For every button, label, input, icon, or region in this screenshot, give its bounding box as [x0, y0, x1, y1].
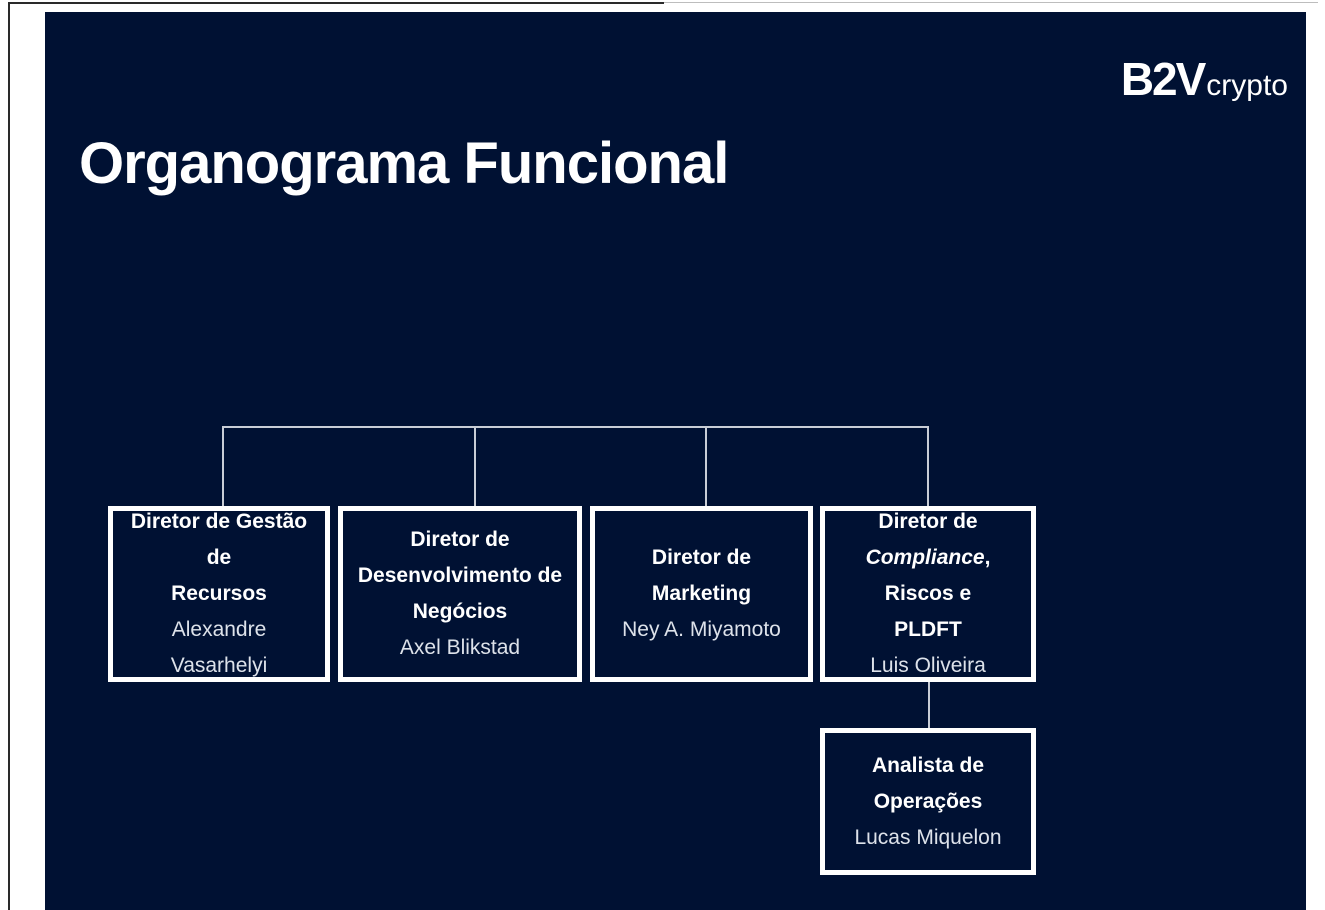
page-frame-left — [8, 2, 10, 910]
role-line: Negócios — [412, 600, 508, 623]
logo-main-text: B2V — [1120, 53, 1206, 105]
role-line: Desenvolvimento de — [357, 564, 563, 587]
role-line: Diretor de — [878, 510, 978, 533]
page-frame-top-right — [664, 2, 1318, 3]
role-line-compliance: Compliance, Riscos e — [865, 546, 991, 605]
person-name: Lucas Miquelon — [854, 825, 1002, 849]
org-box-director-compliance: Diretor de Compliance, Riscos e PLDFT Lu… — [820, 506, 1036, 682]
role-line: PLDFT — [894, 618, 962, 641]
italic-term: Compliance — [865, 546, 985, 569]
connector-horizontal-bus — [222, 426, 929, 428]
slide: Organograma Funcional B2Vcrypto Diretor … — [45, 12, 1306, 910]
person-name: Axel Blikstad — [399, 636, 521, 659]
role-title: Diretor de Marketing — [603, 540, 800, 612]
role-title: Diretor de Desenvolvimento de Negócios — [358, 522, 562, 630]
page-frame-top — [8, 2, 664, 4]
org-box-director-marketing: Diretor de Marketing Ney A. Miyamoto — [590, 506, 813, 682]
connector-to-director-4 — [927, 426, 929, 508]
role-title: Diretor de Compliance, Riscos e PLDFT — [833, 504, 1023, 648]
org-box-analista-operacoes: Analista de Operações Lucas Miquelon — [820, 728, 1036, 875]
role-line: Diretor de — [410, 528, 510, 551]
role-title: Diretor de Gestão de Recursos — [121, 504, 317, 612]
company-logo: B2Vcrypto — [1121, 52, 1288, 106]
org-box-director-gestao-recursos: Diretor de Gestão de Recursos Alexandre … — [108, 506, 330, 682]
role-line: Diretor de Marketing — [651, 546, 752, 605]
role-line: Diretor de Gestão de — [130, 510, 308, 569]
role-line: Recursos — [171, 582, 267, 605]
logo-sub-text: crypto — [1206, 69, 1288, 102]
slide-title: Organograma Funcional — [79, 131, 729, 196]
person-name: Luis Oliveira — [870, 654, 986, 677]
person-name: Ney A. Miyamoto — [622, 618, 781, 641]
connector-to-director-3 — [705, 426, 707, 508]
connector-to-director-2 — [474, 426, 476, 508]
role-title: Analista de Operações — [871, 753, 985, 813]
org-box-director-desenvolvimento-negocios: Diretor de Desenvolvimento de Negócios A… — [338, 506, 582, 682]
connector-to-analyst — [928, 680, 930, 729]
connector-to-director-1 — [222, 426, 224, 508]
person-name: Alexandre Vasarhelyi — [170, 618, 268, 677]
